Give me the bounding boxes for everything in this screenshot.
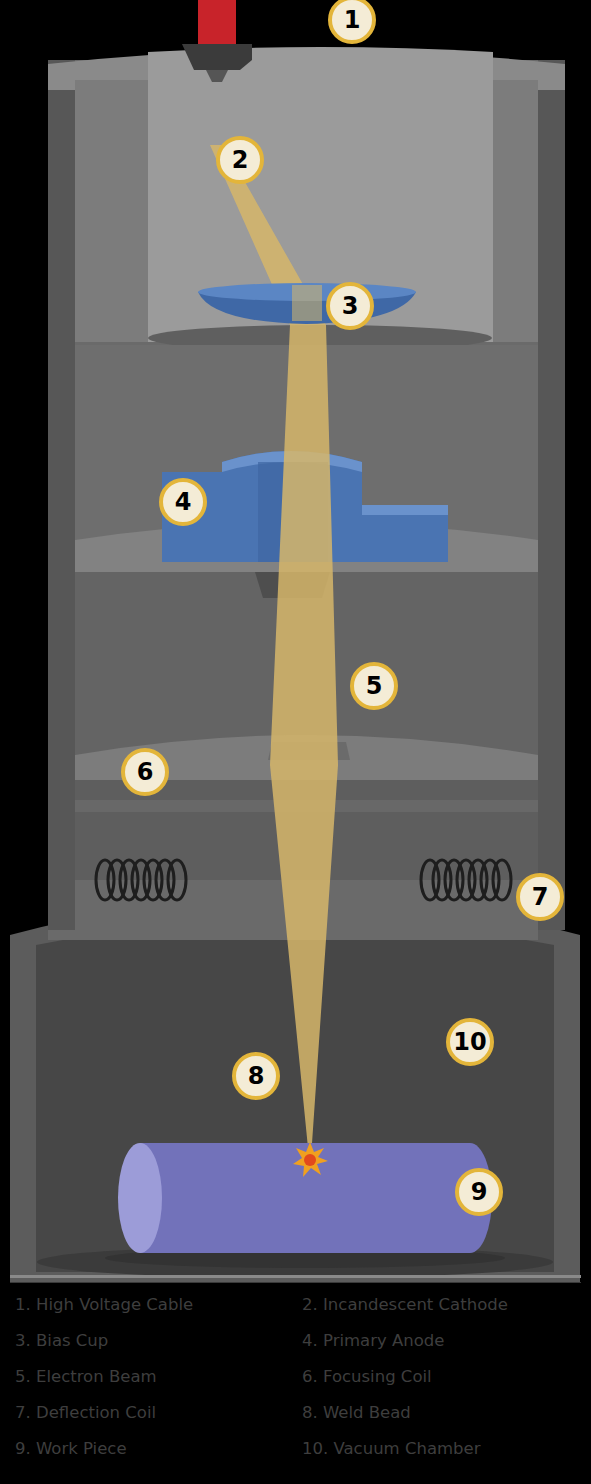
weld-bead (293, 1142, 328, 1177)
callout-number: 1 (328, 0, 376, 44)
part-name: 6. Focusing Coil (302, 1366, 432, 1388)
legend-divider (10, 1282, 581, 1283)
part-name: 4. Primary Anode (302, 1330, 444, 1352)
callout-number: 5 (350, 662, 398, 710)
coil-turn (168, 860, 186, 900)
work-piece (140, 1143, 492, 1253)
legend-divider (10, 1275, 581, 1278)
callout-number: 4 (159, 478, 207, 526)
callout-number: 7 (516, 873, 564, 921)
part-name: 8. Weld Bead (302, 1402, 411, 1424)
callout-number: 8 (232, 1052, 280, 1100)
cathode-holder (206, 70, 228, 82)
beam-through-cup (292, 285, 322, 321)
callout-number: 6 (121, 748, 169, 796)
gun-chamber (148, 47, 493, 342)
column-wall (48, 60, 75, 930)
part-name: 1. High Voltage Cable (15, 1294, 193, 1316)
coil-turn (493, 860, 511, 900)
callout-number: 3 (326, 282, 374, 330)
part-name: 7. Deflection Coil (15, 1402, 156, 1424)
anode-step (362, 505, 448, 515)
high-voltage-cable (198, 0, 236, 50)
part-name: 2. Incandescent Cathode (302, 1294, 508, 1316)
callout-number: 2 (216, 136, 264, 184)
part-name: 5. Electron Beam (15, 1366, 157, 1388)
work-piece-end (118, 1143, 162, 1253)
weld-bead-core (304, 1154, 316, 1166)
column-wall (538, 60, 565, 930)
part-name: 10. Vacuum Chamber (302, 1438, 480, 1460)
callout-number: 10 (446, 1018, 494, 1066)
deflection-coil (96, 860, 186, 900)
part-name: 9. Work Piece (15, 1438, 127, 1460)
part-name: 3. Bias Cup (15, 1330, 108, 1352)
deflection-coil (421, 860, 511, 900)
cable-connector (182, 44, 252, 70)
callout-number: 9 (455, 1168, 503, 1216)
